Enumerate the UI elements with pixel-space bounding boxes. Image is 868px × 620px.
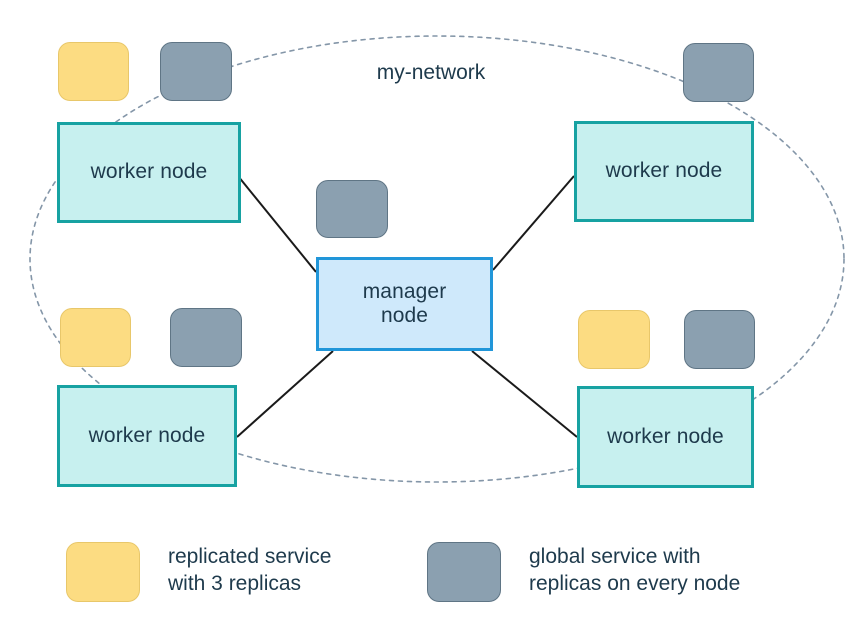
legend-entry-replicated-service: replicated service with 3 replicas	[66, 542, 331, 602]
replicated-service-chip	[60, 308, 131, 367]
legend-swatch-replicated-service	[66, 542, 140, 602]
global-service-chip	[160, 42, 232, 101]
global-service-chip	[684, 310, 755, 369]
legend-label-replicated-service: replicated service with 3 replicas	[168, 545, 332, 595]
edge-manager-worker-bottom-right	[471, 350, 578, 438]
edge-manager-worker-top-right	[492, 175, 575, 271]
worker-node-top-left: worker node	[57, 122, 241, 223]
replicated-service-chip	[578, 310, 650, 369]
worker-node-bottom-right: worker node	[577, 386, 754, 488]
legend: replicated service with 3 replicas globa…	[0, 528, 868, 620]
global-service-chip	[683, 43, 754, 102]
manager-node: manager node	[316, 257, 493, 351]
legend-swatch-global-service	[427, 542, 501, 602]
worker-node-top-right: worker node	[574, 121, 754, 222]
edge-manager-worker-top-left	[237, 175, 317, 273]
legend-label-global-service: global service with replicas on every no…	[529, 545, 741, 595]
global-service-chip	[316, 180, 388, 238]
worker-node-bottom-left: worker node	[57, 385, 237, 487]
replicated-service-chip	[58, 42, 129, 101]
network-label: my-network	[376, 61, 486, 84]
edge-manager-worker-bottom-left	[236, 350, 334, 438]
legend-entry-global-service: global service with replicas on every no…	[427, 542, 740, 602]
global-service-chip	[170, 308, 242, 367]
